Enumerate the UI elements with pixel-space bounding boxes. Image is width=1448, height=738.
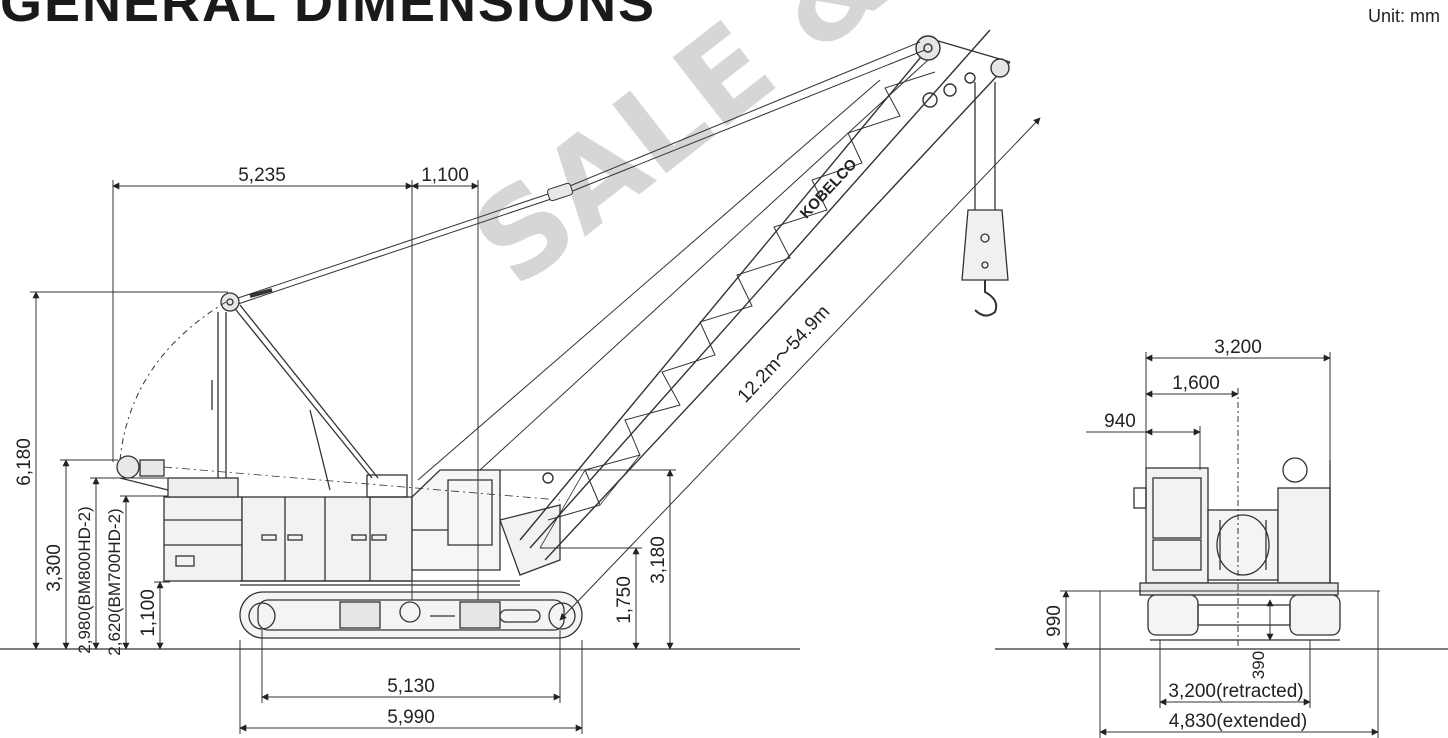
dim-3200-width: 3,200 bbox=[1214, 337, 1262, 358]
page-title: GENERAL DIMENSIONS bbox=[0, 0, 657, 33]
crane-rear-view bbox=[1133, 457, 1341, 641]
dim-390: 390 bbox=[1249, 651, 1268, 679]
hook-block bbox=[961, 82, 1009, 317]
gantry bbox=[211, 292, 379, 491]
crane-side-view bbox=[116, 29, 1011, 639]
dim-2980-bm800: 2,980(BM800HD-2) bbox=[75, 506, 94, 653]
dim-1750: 1,750 bbox=[614, 576, 635, 624]
dim-3180: 3,180 bbox=[648, 536, 669, 584]
dim-940: 940 bbox=[1104, 411, 1136, 432]
operator-cab bbox=[411, 469, 501, 571]
dim-5235: 5,235 bbox=[238, 165, 286, 186]
dim-990: 990 bbox=[1044, 605, 1065, 637]
dim-boom-length: 12.2m〜54.9m bbox=[734, 302, 834, 407]
dim-1100-top: 1,100 bbox=[421, 165, 469, 186]
dim-5130: 5,130 bbox=[387, 676, 435, 697]
dim-3300: 3,300 bbox=[44, 544, 65, 592]
dim-3200-retracted: 3,200(retracted) bbox=[1168, 681, 1303, 702]
boom-lattice bbox=[519, 29, 1011, 561]
unit-label: Unit: mm bbox=[1368, 6, 1440, 26]
dim-1100-height: 1,100 bbox=[138, 589, 159, 637]
rear-dimensions bbox=[1060, 352, 1380, 738]
crawler-track bbox=[239, 591, 583, 639]
counterweight bbox=[163, 477, 243, 582]
side-dimensions bbox=[30, 117, 1041, 734]
dim-2620-bm700: 2,620(BM700HD-2) bbox=[105, 508, 124, 655]
spreader-block bbox=[116, 455, 169, 491]
upper-body bbox=[240, 474, 520, 586]
dim-4830-extended: 4,830(extended) bbox=[1169, 711, 1307, 732]
dim-1600: 1,600 bbox=[1172, 373, 1220, 394]
dim-6180: 6,180 bbox=[14, 438, 35, 486]
dim-5990: 5,990 bbox=[387, 707, 435, 728]
